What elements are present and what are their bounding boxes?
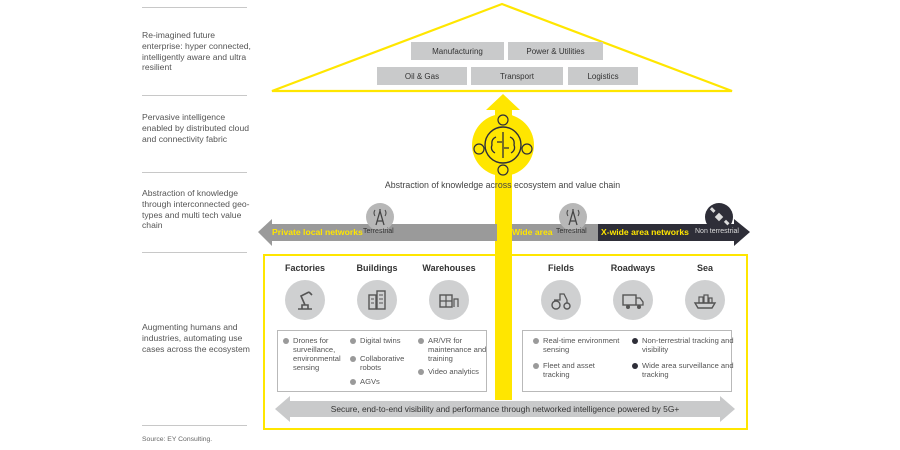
warehouse-icon — [429, 280, 469, 320]
intelligence-stem — [495, 254, 512, 400]
source-note: Source: EY Consulting. — [142, 436, 213, 443]
use-case-item: Wide area surveillance and tracking — [632, 361, 737, 379]
category-fields: Fields — [547, 263, 574, 273]
tower-icon — [366, 203, 394, 231]
category-sea: Sea — [696, 263, 713, 273]
use-case-item: AGVs — [350, 377, 410, 386]
use-case-item: Collaborative robots — [350, 354, 410, 372]
robot-arm-icon — [285, 280, 325, 320]
private-network-label: Private local networks — [272, 227, 363, 237]
terrestrial-left-label: Terrestrial — [363, 228, 394, 235]
sector-transport: Transport — [471, 67, 563, 85]
right-use-cases — [522, 330, 732, 392]
terrestrial-right-label: Terrestrial — [556, 228, 587, 235]
row-label-intelligence: Pervasive intelligence enabled by distri… — [142, 112, 250, 144]
building-icon — [357, 280, 397, 320]
row-label-augmenting: Augmenting humans and industries, automa… — [142, 322, 250, 354]
tractor-icon — [541, 280, 581, 320]
category-warehouses: Warehouses — [422, 263, 476, 273]
sector-manufacturing: Manufacturing — [411, 42, 504, 60]
non-terrestrial-label: Non terrestrial — [695, 228, 739, 235]
use-case-item: AR/VR for maintenance and training — [418, 336, 490, 363]
secure-banner-text: Secure, end-to-end visibility and perfor… — [330, 404, 680, 414]
sector-oil-gas: Oil & Gas — [377, 67, 467, 85]
ship-icon — [685, 280, 725, 320]
row-label-enterprise: Re-imagined future enterprise: hyper con… — [142, 30, 251, 73]
row-label-abstraction: Abstraction of knowledge through interco… — [142, 188, 250, 231]
xwide-network-label: X-wide area networks — [601, 227, 689, 237]
wide-area-label: Wide area — [512, 227, 553, 237]
category-buildings: Buildings — [356, 263, 398, 273]
truck-icon — [613, 280, 653, 320]
use-case-item: Real-time environment sensing — [533, 336, 628, 354]
brain-hub-icon — [472, 114, 534, 176]
category-factories: Factories — [284, 263, 326, 273]
row-divider — [142, 172, 247, 173]
sector-logistics: Logistics — [568, 67, 638, 85]
row-divider — [142, 252, 247, 253]
tower-icon — [559, 203, 587, 231]
category-roadways: Roadways — [610, 263, 656, 273]
use-case-item: Digital twins — [350, 336, 420, 345]
left-use-cases — [277, 330, 487, 392]
use-case-item: Non-terrestrial tracking and visibility — [632, 336, 737, 354]
use-case-item: Drones for surveillance, environmental s… — [283, 336, 351, 372]
row-divider — [142, 7, 247, 8]
row-divider — [142, 95, 247, 96]
sector-power-utilities: Power & Utilities — [508, 42, 603, 60]
abstraction-caption: Abstraction of knowledge across ecosyste… — [384, 180, 621, 190]
use-case-item: Video analytics — [418, 367, 483, 376]
use-case-item: Fleet and asset tracking — [533, 361, 618, 379]
satellite-icon — [705, 203, 733, 231]
row-divider — [142, 425, 247, 426]
